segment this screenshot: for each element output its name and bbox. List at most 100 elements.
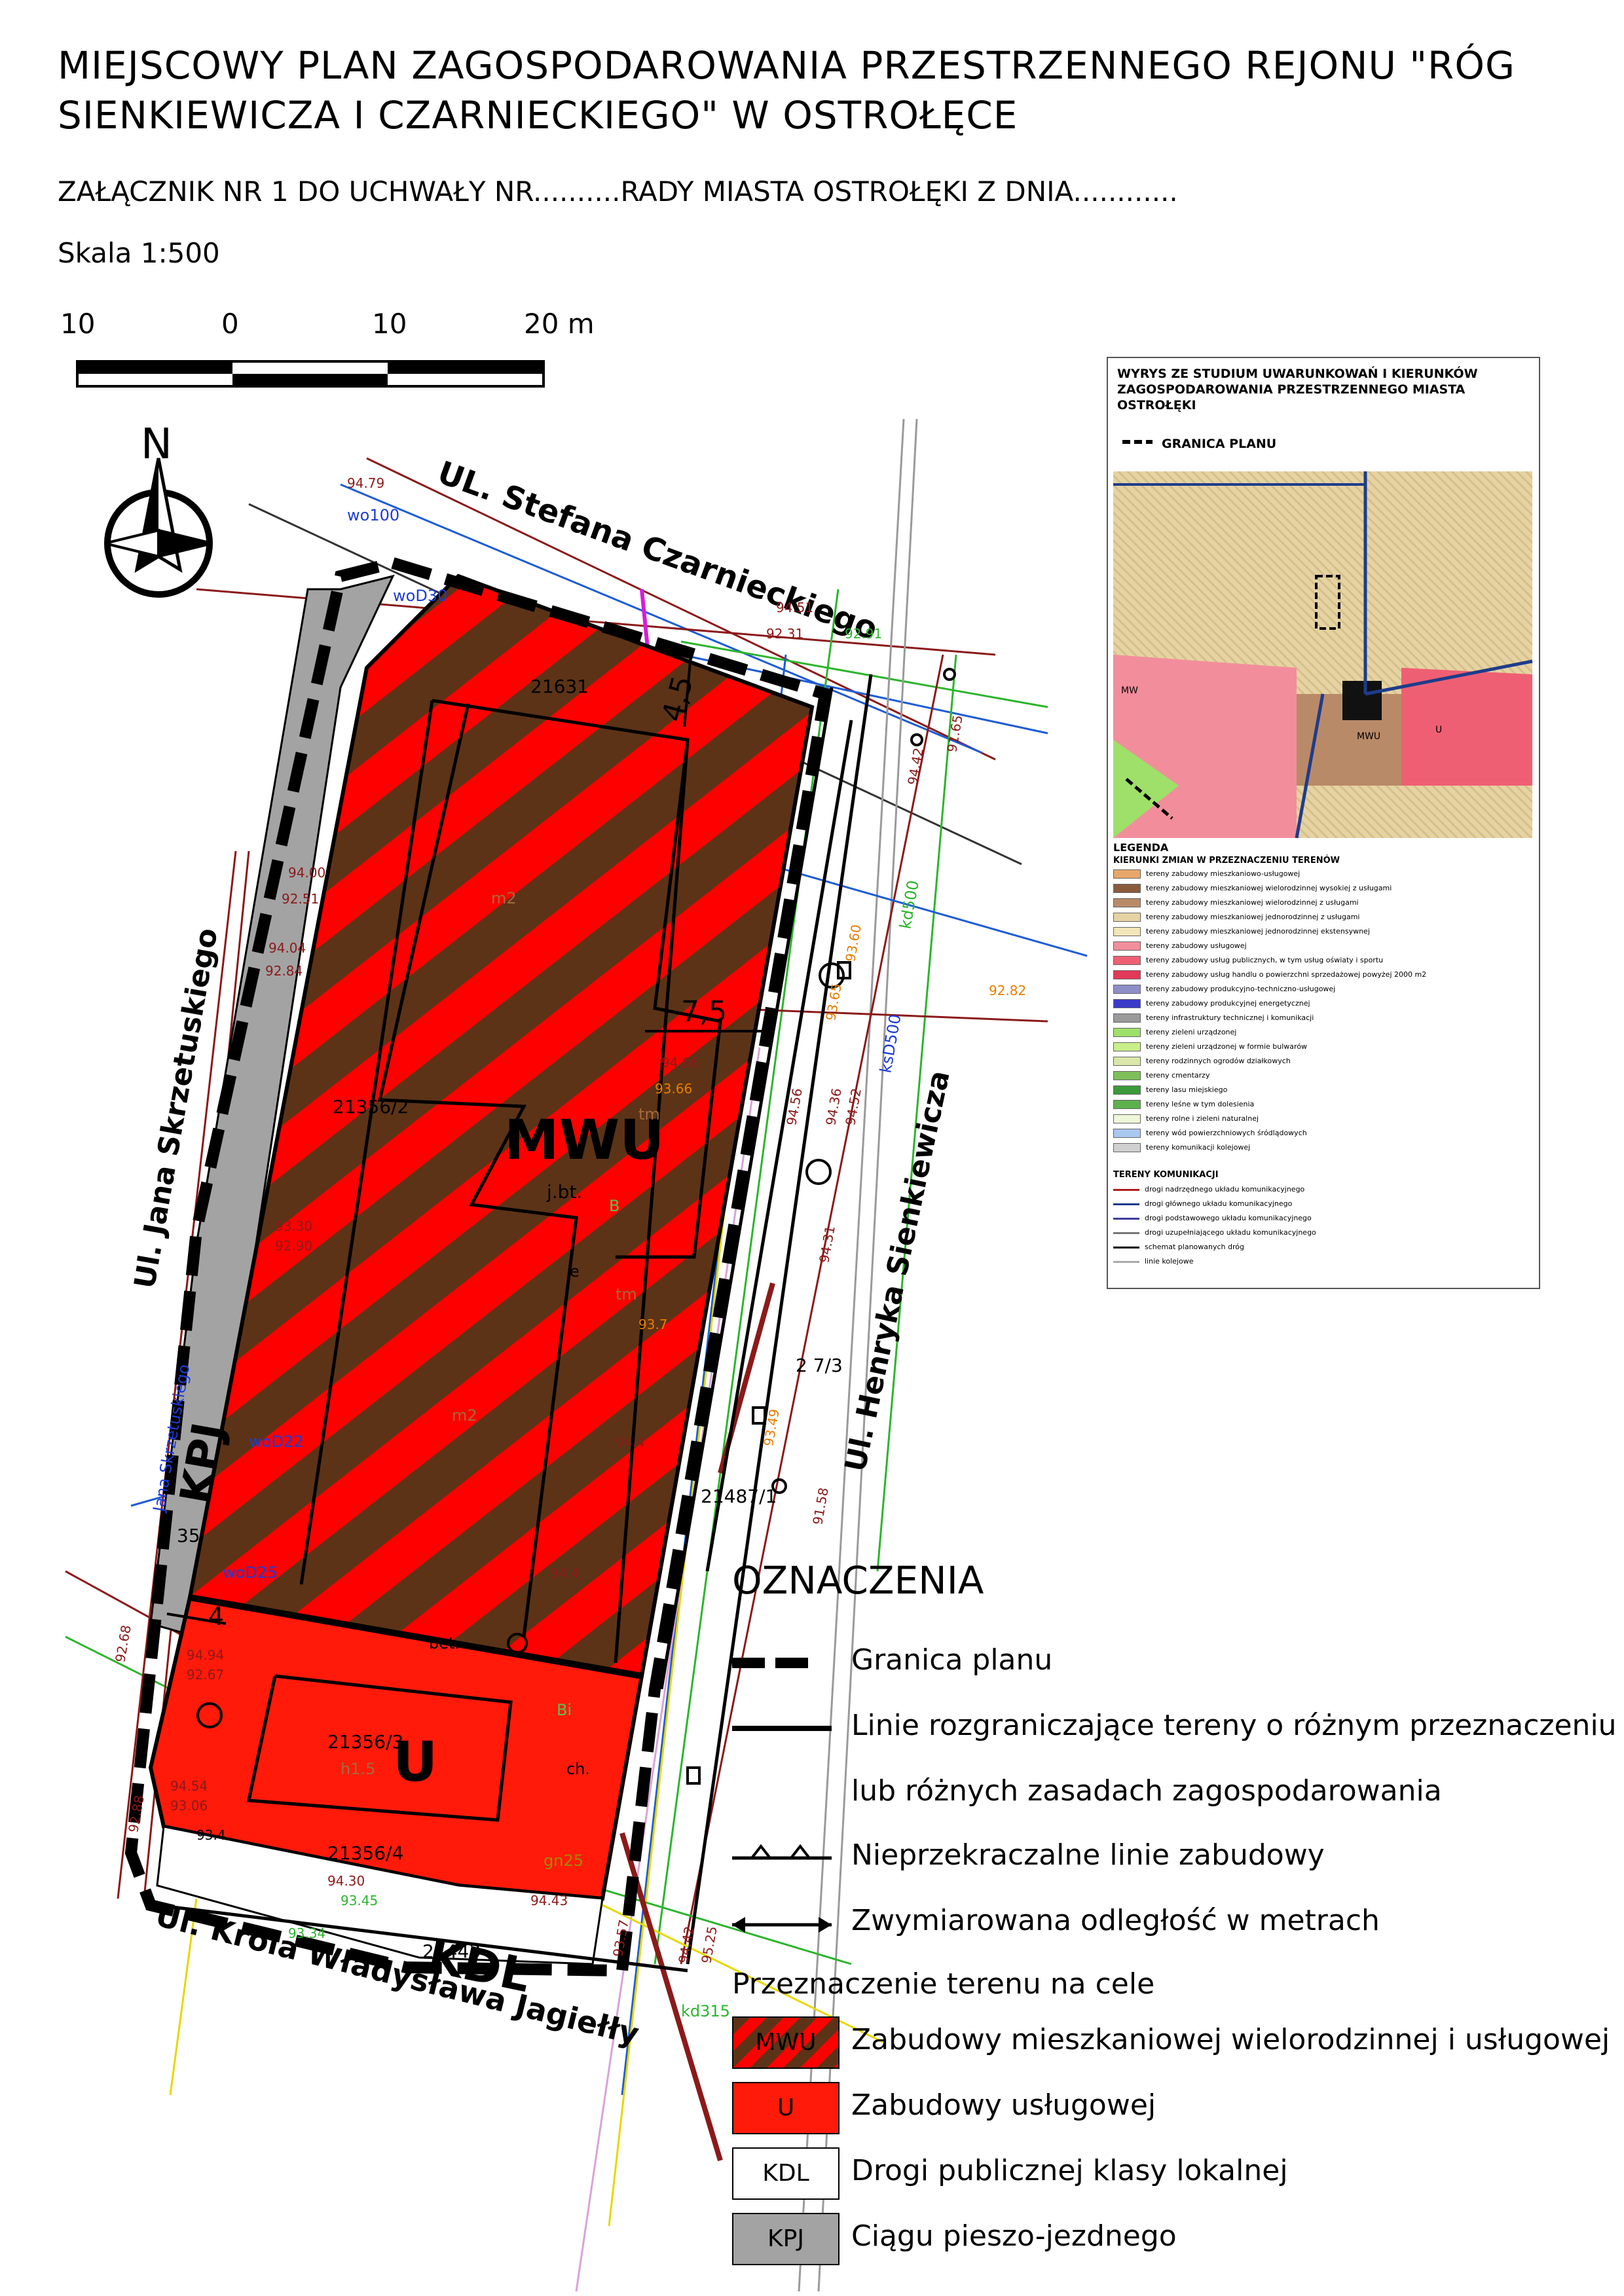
inset-legend-item: tereny zabudowy mieszkaniowej jednorodzi… xyxy=(1113,926,1370,937)
label-b: B xyxy=(609,1197,619,1215)
inset-legend-item-label: tereny lasu miejskiego xyxy=(1146,1085,1228,1094)
inset-comm-item-label: drogi podstawowego układu komunikacyjneg… xyxy=(1145,1214,1312,1222)
elevation-label: 93.7 xyxy=(638,1317,668,1332)
study-excerpt-panel: WYRYS ZE STUDIUM UWARUNKOWAŃ I KIERUNKÓW… xyxy=(1107,357,1540,1289)
inset-comm-item: linie kolejowe xyxy=(1113,1256,1194,1267)
inset-legend-item: tereny wód powierzchniowych śródlądowych xyxy=(1113,1128,1307,1139)
inset-legend-swatch xyxy=(1113,1013,1141,1023)
parcel-21631: 21631 xyxy=(530,676,589,697)
legend-border-label: Granica planu xyxy=(851,1643,1053,1677)
inset-map-label-mw: MW xyxy=(1121,685,1138,696)
elevation-label: 94.30 xyxy=(327,1873,365,1889)
inset-comm-item-label: drogi nadrzędnego układu komunikacyjnego xyxy=(1145,1185,1305,1194)
inset-legend-item-label: tereny zabudowy usługowej xyxy=(1146,941,1247,950)
label-tm-1: tm xyxy=(638,1105,660,1123)
legend-lines-label-2: lub różnych zasadach zagospodarowania xyxy=(851,1774,1442,1808)
inset-legend-item-label: tereny zabudowy produkcyjno-techniczno-u… xyxy=(1146,985,1336,993)
inset-legend-item: tereny zabudowy mieszkaniowej wielorodzi… xyxy=(1113,898,1359,908)
label-wod22: woD22 xyxy=(249,1432,303,1451)
label-m2-upper: m2 xyxy=(491,889,517,907)
legend-u-label: Zabudowy usługowej xyxy=(851,2088,1156,2122)
inset-comm-item: drogi nadrzędnego układu komunikacyjnego xyxy=(1113,1184,1304,1195)
inset-map-label-mwu: MWU xyxy=(1357,731,1381,742)
inset-legend-item-label: tereny zabudowy produkcyjnej energetyczn… xyxy=(1146,999,1310,1008)
elevation-label: 92.84 xyxy=(265,963,303,979)
elevation-label: 92.51 xyxy=(282,891,319,907)
elevation-label: 94.43 xyxy=(530,1893,568,1908)
elevation-label: 94.00 xyxy=(288,865,325,881)
elevation-label: 91.58 xyxy=(809,1486,832,1526)
inset-title: WYRYS ZE STUDIUM UWARUNKOWAŃ I KIERUNKÓW… xyxy=(1117,367,1478,412)
parcel-21356-2: 21356/2 xyxy=(333,1096,409,1118)
inset-comm-line xyxy=(1113,1246,1139,1248)
inset-legend-item: tereny cmentarzy xyxy=(1113,1070,1209,1081)
elevation-label: 94.04 xyxy=(268,940,306,956)
legend-dimension-label: Zwymiarowana odległość w metrach xyxy=(851,1904,1380,1937)
elevation-label: 94.31 xyxy=(816,1224,838,1264)
elevation-label: 93.60 xyxy=(842,923,864,963)
dimension-lines xyxy=(166,654,766,1625)
label-kd315: kd315 xyxy=(681,2002,730,2020)
inset-comm-line xyxy=(1113,1231,1139,1234)
inset-legend-item-label: tereny zieleni urządzonej xyxy=(1146,1028,1237,1036)
elevation-label: 92.31 xyxy=(766,626,803,642)
zone-label-mwu: MWU xyxy=(504,1108,664,1172)
inset-legend-item-label: tereny zabudowy mieszkaniowej jednorodzi… xyxy=(1146,913,1360,921)
scalebar-label-10-left: 10 xyxy=(60,308,96,340)
label-bi: Bi xyxy=(557,1701,572,1719)
elevation-label: 94.42 xyxy=(904,746,927,786)
inset-legend-swatch xyxy=(1113,985,1141,994)
inset-legend-swatch xyxy=(1113,1028,1141,1037)
elevation-label: 94.52 xyxy=(842,1087,864,1127)
inset-legend-item-label: tereny zabudowy mieszkaniowej wielorodzi… xyxy=(1146,884,1392,892)
label-bet: bet. xyxy=(429,1634,460,1652)
inset-comm-item-label: schemat planowanych dróg xyxy=(1145,1243,1244,1251)
label-kd500: kd500 xyxy=(896,879,923,930)
legend-swatch-u: U xyxy=(732,2082,840,2134)
label-wod30: woD30 xyxy=(393,587,447,605)
inset-legend-item: tereny zabudowy produkcyjnej energetyczn… xyxy=(1113,998,1310,1009)
elevation-label: 92.82 xyxy=(989,983,1026,998)
inset-legend-swatch xyxy=(1113,1129,1141,1138)
elevation-label: 92.91 xyxy=(845,626,882,642)
inset-comm-item: drogi głównego układu komunikacyjnego xyxy=(1113,1199,1292,1209)
inset-legend-item-label: tereny rodzinnych ogrodów działkowych xyxy=(1146,1057,1291,1065)
inset-legend-item: tereny rolne i zieleni naturalnej xyxy=(1113,1114,1259,1124)
inset-legend-swatch xyxy=(1113,941,1141,951)
legend-swatch-kpj: KPJ xyxy=(732,2213,840,2265)
inset-map-label-u: U xyxy=(1435,725,1443,735)
inset-changes-title: KIERUNKI ZMIAN W PRZEZNACZENIU TERENÓW xyxy=(1113,856,1340,866)
parcel-2-7-3: 2 7/3 xyxy=(796,1355,843,1376)
legend-building-lines-label: Nieprzekraczalne linie zabudowy xyxy=(851,1838,1325,1872)
inset-legend-swatch xyxy=(1113,1071,1141,1080)
zone-label-u: U xyxy=(393,1730,437,1794)
inset-comm-item-label: drogi uzupełniającego układu komunikacyj… xyxy=(1145,1228,1316,1237)
legend-kpj-label: Ciągu pieszo-jezdnego xyxy=(851,2219,1177,2253)
inset-legend-swatch xyxy=(1113,999,1141,1008)
inset-border-label: GRANICA PLANU xyxy=(1162,437,1277,451)
inset-legend-swatch xyxy=(1113,884,1141,893)
inset-legend-item: tereny zabudowy mieszkaniowej wielorodzi… xyxy=(1113,883,1392,894)
inset-legend-item: tereny zabudowy mieszkaniowo-usługowej xyxy=(1113,869,1300,879)
inset-legend-item-label: tereny zabudowy mieszkaniowej jednorodzi… xyxy=(1146,927,1370,936)
inset-legend-item: tereny zabudowy usługowej xyxy=(1113,941,1247,951)
map-title: MIEJSCOWY PLAN ZAGOSPODAROWANIA PRZESTRZ… xyxy=(58,43,1515,137)
utility-symbols xyxy=(196,668,956,1785)
kpj-zone xyxy=(149,574,395,1638)
inset-legend-item: tereny zabudowy usług publicznych, w tym… xyxy=(1113,955,1383,966)
inset-comm-line xyxy=(1113,1217,1139,1220)
elevation-label: 91.65 xyxy=(944,714,966,754)
inset-legend-item-label: tereny zabudowy usług publicznych, w tym… xyxy=(1146,956,1384,964)
plan-boundary xyxy=(124,556,832,1977)
inset-legend-swatch xyxy=(1113,913,1141,922)
label-gn25: gn25 xyxy=(544,1851,583,1870)
parcel-21356-4: 21356/4 xyxy=(327,1842,403,1864)
scalebar-label-20m: 20 m xyxy=(524,308,595,340)
attachment-subtitle: ZAŁĄCZNIK NR 1 DO UCHWAŁY NR..........RA… xyxy=(58,175,1178,208)
inset-comm-item-label: drogi głównego układu komunikacyjnego xyxy=(1145,1199,1293,1208)
inset-legend-swatch xyxy=(1113,970,1141,979)
inset-comm-line xyxy=(1113,1188,1139,1191)
road-lines xyxy=(157,674,873,1973)
inset-legend-item-label: tereny zieleni urządzonej w formie bulwa… xyxy=(1146,1042,1308,1051)
inset-legend-item: tereny zabudowy usług handlu o powierzch… xyxy=(1113,970,1426,980)
